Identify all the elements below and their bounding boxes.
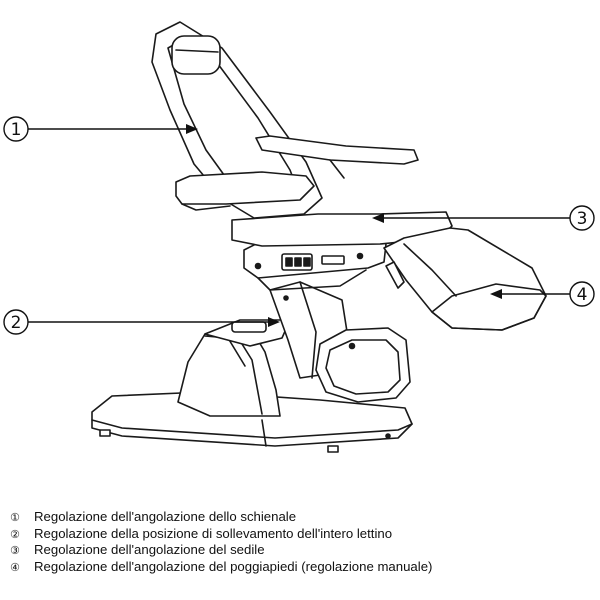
headrest-pillow (171, 35, 221, 75)
base-plate-edge (91, 419, 413, 439)
callout-4: 4 (490, 281, 595, 307)
treatment-chair-illustration (91, 21, 547, 453)
rear-actuator-housing (315, 327, 411, 403)
legend-text: Regolazione dell'angolazione dello schie… (34, 509, 297, 524)
callout-1-number: 1 (11, 120, 22, 140)
legend-item: ④ Regolazione dell'angolazione del poggi… (10, 559, 595, 576)
callout-2: 2 (3, 309, 280, 335)
legend-item: ② Regolazione della posizione di solleva… (10, 526, 595, 543)
leg-rest (383, 227, 547, 331)
legend-marker: ③ (10, 544, 20, 557)
legend-text: Regolazione dell'angolazione del poggiap… (34, 558, 433, 574)
callout-4-number: 4 (577, 285, 588, 305)
armrest-front (175, 171, 315, 205)
legend-list: ① Regolazione dell'angolazione dello sch… (10, 509, 595, 575)
callout-2-number: 2 (11, 313, 22, 333)
callout-3: 3 (372, 205, 595, 231)
footrest-plate (431, 283, 547, 331)
armrest-back (255, 135, 419, 165)
legend-marker: ④ (10, 560, 20, 574)
callout-1: 1 (3, 116, 198, 142)
legend-text: Regolazione dell'angolazione del sedile (34, 542, 265, 557)
legend-marker: ① (10, 511, 20, 524)
legend-item: ① Regolazione dell'angolazione dello sch… (10, 509, 595, 526)
chair-diagram: 1 2 3 4 (3, 21, 595, 453)
legend-item: ③ Regolazione dell'angolazione del sedil… (10, 542, 595, 559)
legend-text: Regolazione della posizione di sollevame… (34, 525, 393, 541)
legend-marker: ② (10, 527, 20, 541)
callout-3-number: 3 (577, 209, 588, 229)
